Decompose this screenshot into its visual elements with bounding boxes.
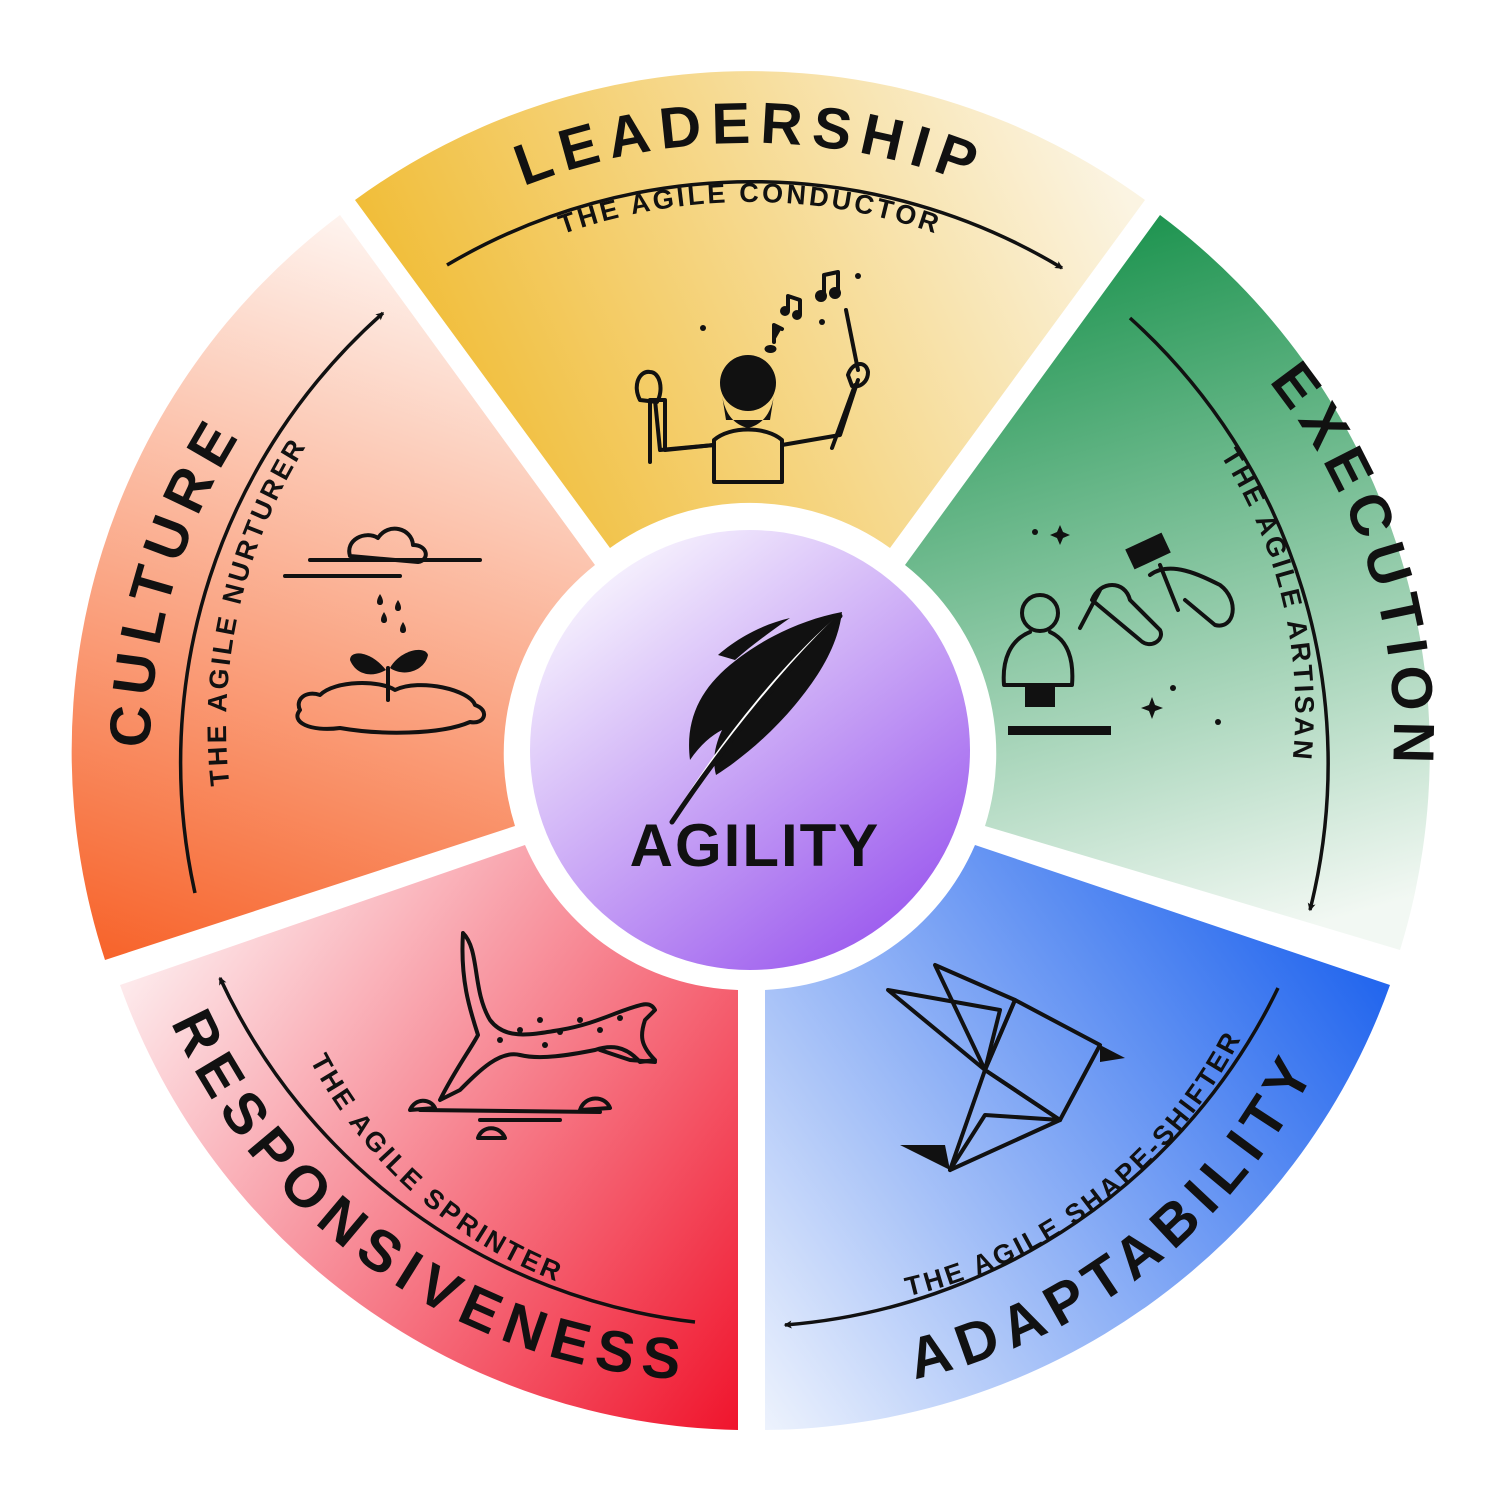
leadership-arrow [446, 179, 1064, 270]
feather-icon [669, 612, 843, 825]
segment-leadership-background [355, 71, 1145, 549]
segment-adaptability [765, 845, 1390, 1430]
segment-responsiveness [120, 845, 738, 1430]
segment-culture-background [71, 215, 595, 960]
conductor-icon [634, 270, 870, 484]
center-label: AGILITY [630, 812, 881, 879]
segment-leadership [355, 71, 1145, 549]
responsiveness-arrow [218, 976, 696, 1324]
segment-adaptability-background [765, 845, 1390, 1430]
adaptability-arrow [783, 987, 1280, 1329]
segment-responsiveness-background [120, 845, 738, 1430]
cheetah-icon [408, 931, 657, 1140]
segment-culture [71, 215, 595, 960]
execution-arrow [1128, 316, 1330, 912]
culture-arrow [178, 311, 385, 894]
sculptor-icon [1001, 525, 1235, 735]
origami-bird-icon [886, 963, 1125, 1172]
growing-plant-icon [283, 526, 486, 735]
